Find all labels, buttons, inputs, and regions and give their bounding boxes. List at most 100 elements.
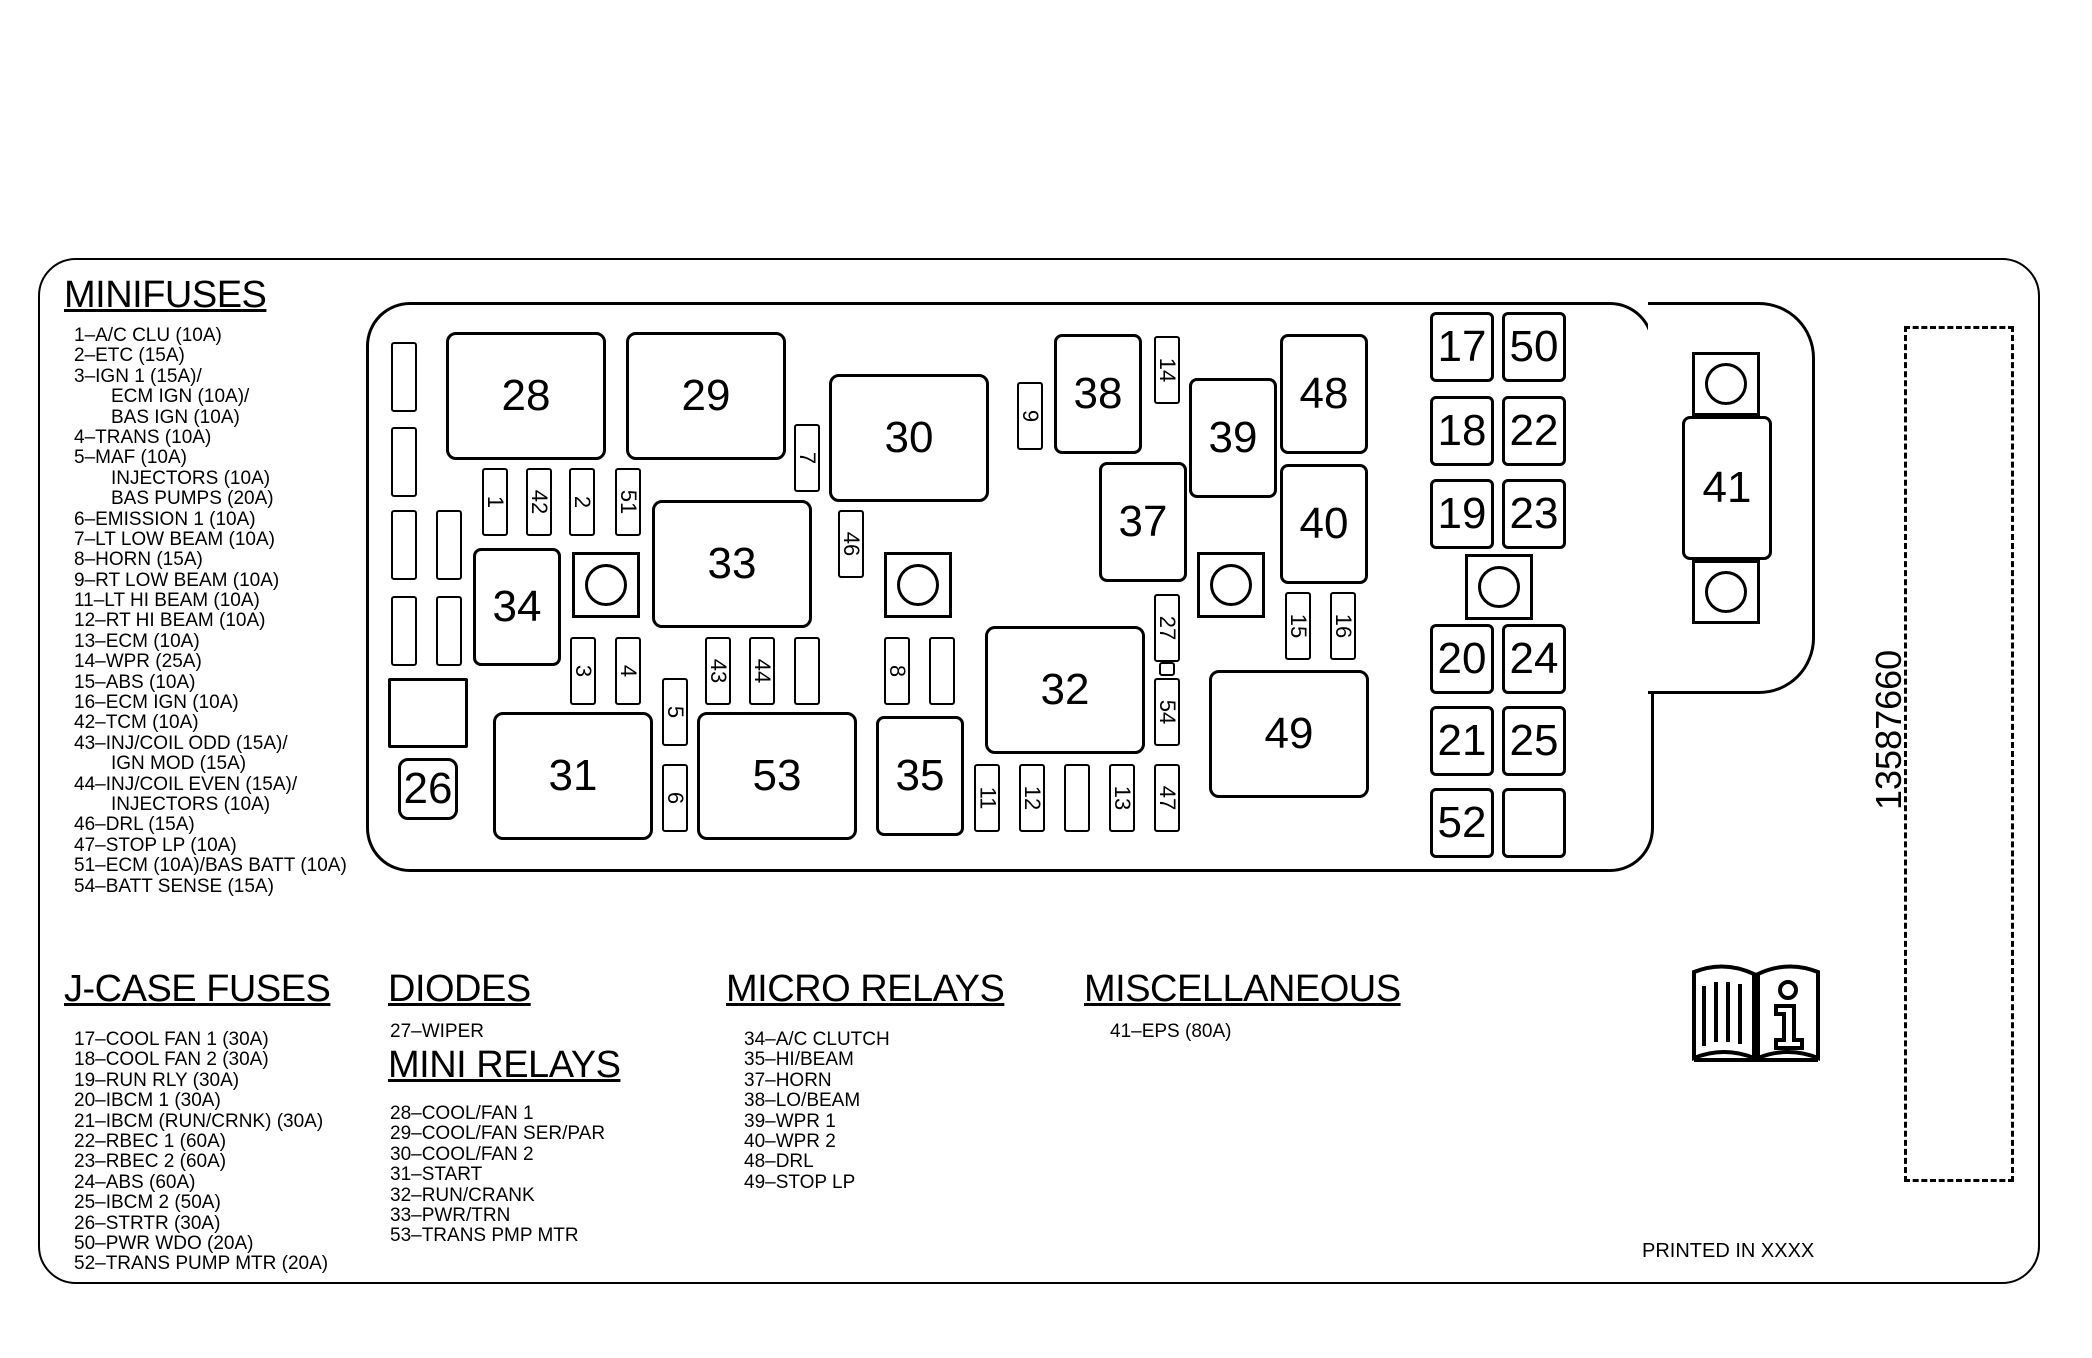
minifuses-entry: 16–ECM IGN (10A) xyxy=(74,692,239,714)
minifuses-entry: 43–INJ/COIL ODD (15A)/ xyxy=(74,732,288,754)
micro-relays-entry: 34–A/C CLUTCH xyxy=(744,1029,890,1050)
minifuse-44: 44 xyxy=(749,637,775,705)
jcase-fuses-list: 17–COOL FAN 1 (30A)18–COOL FAN 2 (30A)19… xyxy=(74,1029,328,1275)
mini-relays-entry: 28–COOL/FAN 1 xyxy=(390,1103,534,1124)
minifuse-46: 46 xyxy=(838,510,864,578)
misc-entry: 41–EPS (80A) xyxy=(1110,1021,1232,1042)
jcase-entry: 19–RUN RLY (30A) xyxy=(74,1069,240,1091)
relay-37: 37 xyxy=(1099,462,1187,582)
minifuse-7: 7 xyxy=(794,424,820,492)
minifuse-3: 3 xyxy=(570,637,596,705)
minifuse-4: 4 xyxy=(615,637,641,705)
jcase-fuse-26: 26 xyxy=(398,758,458,820)
micro-relays-entry: 39–WPR 1 xyxy=(744,1110,836,1132)
minifuse-51: 51 xyxy=(615,468,641,536)
heading-micro-relays: MICRO RELAYS xyxy=(726,968,1005,1010)
jcase-fuse-52: 52 xyxy=(1430,788,1494,858)
jcase-entry: 24–ABS (60A) xyxy=(74,1171,196,1193)
minifuses-entry: 7–LT LOW BEAM (10A) xyxy=(74,528,275,550)
minifuses-entry: ECM IGN (10A)/ xyxy=(111,386,250,408)
micro-relays-entry: 35–HI/BEAM xyxy=(744,1049,854,1071)
minifuses-entry: 5–MAF (10A) xyxy=(74,447,187,469)
minifuses-entry: 15–ABS (10A) xyxy=(74,671,196,693)
printed-in-note: PRINTED IN XXXX xyxy=(1642,1240,1815,1262)
heading-jcase-fuses: J-CASE FUSES xyxy=(64,968,331,1010)
relay-28: 28 xyxy=(446,332,606,460)
diode-27: 27 xyxy=(1154,594,1180,662)
jcase-fuse-21: 21 xyxy=(1430,706,1494,776)
heading-miscellaneous: MISCELLANEOUS xyxy=(1084,968,1401,1010)
minifuses-entry: 11–LT HI BEAM (10A) xyxy=(74,590,260,612)
minifuses-entry: 4–TRANS (10A) xyxy=(74,426,212,448)
minifuses-entry: 2–ETC (15A) xyxy=(74,345,185,367)
jcase-entry: 25–IBCM 2 (50A) xyxy=(74,1192,221,1214)
minifuse-42: 42 xyxy=(526,468,552,536)
misc-list: 41–EPS (80A) xyxy=(1110,1021,1232,1042)
cavity-empty xyxy=(1064,764,1090,832)
jcase-fuse-19: 19 xyxy=(1430,479,1494,549)
cavity-small xyxy=(1159,662,1175,676)
micro-relays-entry: 37–HORN xyxy=(744,1069,832,1091)
heading-diodes: DIODES xyxy=(388,968,531,1010)
cavity-empty xyxy=(391,427,417,497)
jcase-fuse-23: 23 xyxy=(1502,479,1566,549)
jcase-fuse-17: 17 xyxy=(1430,312,1494,382)
part-number: 13587660 xyxy=(1868,649,1909,810)
mounting-boss xyxy=(572,552,640,618)
relay-31: 31 xyxy=(493,712,653,840)
jcase-entry: 50–PWR WDO (20A) xyxy=(74,1232,254,1254)
mini-relays-entry: 30–COOL/FAN 2 xyxy=(390,1143,534,1165)
minifuses-entry: BAS PUMPS (20A) xyxy=(111,488,274,510)
heading-mini-relays: MINI RELAYS xyxy=(388,1044,621,1086)
jcase-entry: 23–RBEC 2 (60A) xyxy=(74,1151,227,1173)
minifuses-entry: IGN MOD (15A) xyxy=(111,753,247,775)
cavity-empty xyxy=(391,342,417,412)
cavity-empty xyxy=(388,678,468,748)
mounting-boss xyxy=(884,552,952,618)
micro-relays-entry: 38–LO/BEAM xyxy=(744,1090,861,1112)
mounting-boss xyxy=(1465,554,1533,620)
minifuse-43: 43 xyxy=(705,637,731,705)
cavity-empty xyxy=(436,510,462,580)
minifuses-entry: BAS IGN (10A) xyxy=(111,406,240,428)
relay-32: 32 xyxy=(985,626,1145,754)
minifuse-8: 8 xyxy=(884,637,910,705)
mini-relays-entry: 29–COOL/FAN SER/PAR xyxy=(390,1123,606,1145)
part-number-area xyxy=(1904,326,2014,1182)
minifuses-entry: 12–RT HI BEAM (10A) xyxy=(74,610,266,632)
minifuses-entry: 13–ECM (10A) xyxy=(74,630,200,652)
diodes-entry: 27–WIPER xyxy=(390,1021,484,1042)
minifuse-47: 47 xyxy=(1154,764,1180,832)
relay-29: 29 xyxy=(626,332,786,460)
minifuses-entry: 51–ECM (10A)/BAS BATT (10A) xyxy=(74,855,347,877)
minifuse-15: 15 xyxy=(1285,592,1311,660)
minifuses-list: 1–A/C CLU (10A)2–ETC (15A)3–IGN 1 (15A)/… xyxy=(74,325,347,897)
relay-49: 49 xyxy=(1209,670,1369,798)
micro-relays-entry: 48–DRL xyxy=(744,1151,814,1173)
mini-relays-entry: 31–START xyxy=(390,1164,483,1186)
jcase-entry: 17–COOL FAN 1 (30A) xyxy=(74,1029,269,1050)
jcase-entry: 22–RBEC 1 (60A) xyxy=(74,1130,227,1152)
minifuses-entry: 9–RT LOW BEAM (10A) xyxy=(74,569,280,591)
relay-34: 34 xyxy=(473,548,561,666)
minifuses-entry: 42–TCM (10A) xyxy=(74,712,199,734)
minifuses-entry: 6–EMISSION 1 (10A) xyxy=(74,508,256,530)
relay-40: 40 xyxy=(1280,464,1368,584)
minifuses-entry: INJECTORS (10A) xyxy=(111,467,271,489)
minifuse-54: 54 xyxy=(1154,678,1180,746)
cavity-empty xyxy=(929,637,955,705)
minifuse-9: 9 xyxy=(1017,382,1043,450)
mini-relays-entry: 33–PWR/TRN xyxy=(390,1204,511,1226)
jcase-cavity-empty xyxy=(1502,788,1566,858)
eps-fuse-41: 41 xyxy=(1682,416,1772,560)
minifuses-entry: 47–STOP LP (10A) xyxy=(74,834,237,856)
minifuse-13: 13 xyxy=(1109,764,1135,832)
minifuses-entry: INJECTORS (10A) xyxy=(111,793,271,815)
jcase-fuse-20: 20 xyxy=(1430,624,1494,694)
minifuse-12: 12 xyxy=(1019,764,1045,832)
minifuse-6: 6 xyxy=(662,764,688,832)
jcase-entry: 20–IBCM 1 (30A) xyxy=(74,1090,221,1112)
minifuse-5: 5 xyxy=(662,678,688,746)
cavity-empty xyxy=(391,510,417,580)
